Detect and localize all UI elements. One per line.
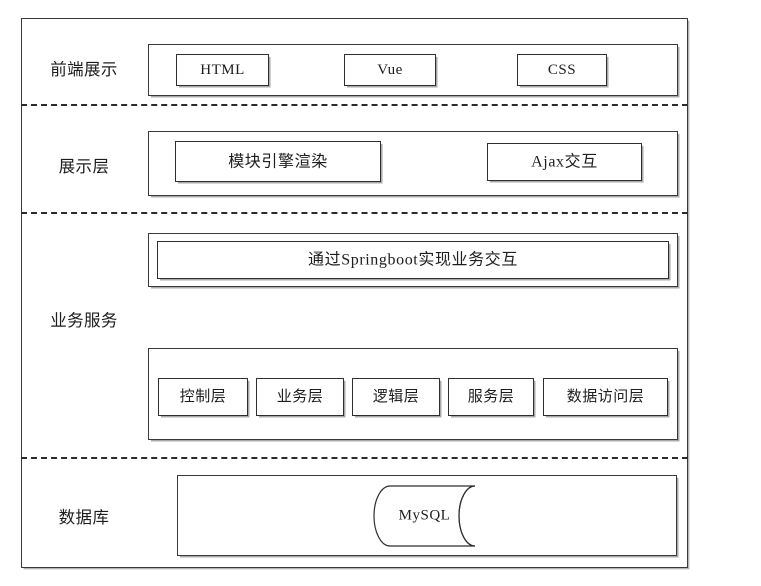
diagram-outer-frame bbox=[21, 18, 688, 568]
business-sublayer-data-access[interactable]: 数据访问层 bbox=[543, 378, 668, 416]
band-label-business: 业务服务 bbox=[50, 311, 118, 330]
business-sublayer-service[interactable]: 服务层 bbox=[448, 378, 534, 416]
presentation-item-template-engine-label: 模块引擎渲染 bbox=[228, 152, 328, 170]
frontend-item-html[interactable]: HTML bbox=[176, 54, 269, 86]
business-framework-springboot[interactable]: 通过Springboot实现业务交互 bbox=[157, 241, 669, 279]
mysql-label: MySQL bbox=[398, 507, 451, 524]
business-framework-springboot-label: 通过Springboot实现业务交互 bbox=[308, 251, 518, 269]
frontend-item-css-label: CSS bbox=[547, 62, 577, 78]
frontend-item-html-label: HTML bbox=[200, 62, 245, 78]
band-label-database: 数据库 bbox=[58, 508, 110, 527]
business-sublayer-controller-label: 控制层 bbox=[179, 389, 227, 405]
band-label-frontend: 前端展示 bbox=[50, 60, 118, 79]
presentation-item-ajax-label: Ajax交互 bbox=[531, 153, 598, 171]
business-sublayer-business-label: 业务层 bbox=[276, 389, 324, 405]
frontend-item-css[interactable]: CSS bbox=[517, 54, 607, 86]
business-sublayer-controller[interactable]: 控制层 bbox=[158, 378, 248, 416]
presentation-item-template-engine[interactable]: 模块引擎渲染 bbox=[175, 141, 381, 182]
frontend-item-vue[interactable]: Vue bbox=[344, 54, 436, 86]
mysql-cylinder-icon[interactable]: MySQL bbox=[373, 484, 491, 548]
divider-frontend-presentation bbox=[21, 104, 688, 106]
frontend-item-vue-label: Vue bbox=[377, 62, 403, 78]
band-label-presentation: 展示层 bbox=[58, 157, 110, 176]
business-sublayer-data-access-label: 数据访问层 bbox=[566, 389, 645, 405]
business-sublayer-logic-label: 逻辑层 bbox=[372, 389, 420, 405]
business-sublayer-logic[interactable]: 逻辑层 bbox=[352, 378, 440, 416]
divider-presentation-business bbox=[21, 212, 688, 214]
business-sublayer-service-label: 服务层 bbox=[467, 389, 515, 405]
presentation-item-ajax[interactable]: Ajax交互 bbox=[487, 143, 642, 181]
divider-business-database bbox=[21, 457, 688, 459]
business-sublayer-business[interactable]: 业务层 bbox=[256, 378, 344, 416]
